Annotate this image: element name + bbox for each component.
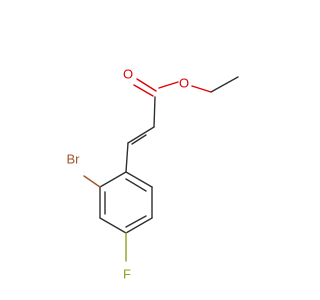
bond-ch3-ch2 — [210, 76, 239, 93]
bromine-label: Br — [67, 151, 81, 166]
ring-inner-bond-2 — [125, 215, 147, 228]
ring-bond-6 — [125, 171, 153, 188]
bond-ester-o-carbon — [158, 81, 179, 89]
bond-carbonyl-b — [133, 84, 154, 97]
bond-c2-c3 — [127, 126, 155, 144]
structure-diagram: O O Br F — [67, 66, 239, 281]
bond-c2-c3-alt — [131, 134, 147, 145]
ring-bond-1 — [99, 171, 127, 188]
fluorine-label: F — [123, 266, 131, 281]
bond-carbonyl-a — [136, 78, 157, 92]
ring-bond-3 — [99, 217, 127, 234]
ring-inner-bond-3 — [125, 178, 147, 192]
bond-ch2-o — [191, 85, 212, 93]
ring-bond-4 — [125, 217, 153, 234]
bond-c1-c2 — [153, 96, 156, 128]
bond-c3-ring — [125, 142, 129, 173]
ester-oxygen-label: O — [179, 75, 189, 90]
carbonyl-oxygen-label: O — [123, 66, 133, 81]
bond-ring-br — [83, 175, 101, 188]
